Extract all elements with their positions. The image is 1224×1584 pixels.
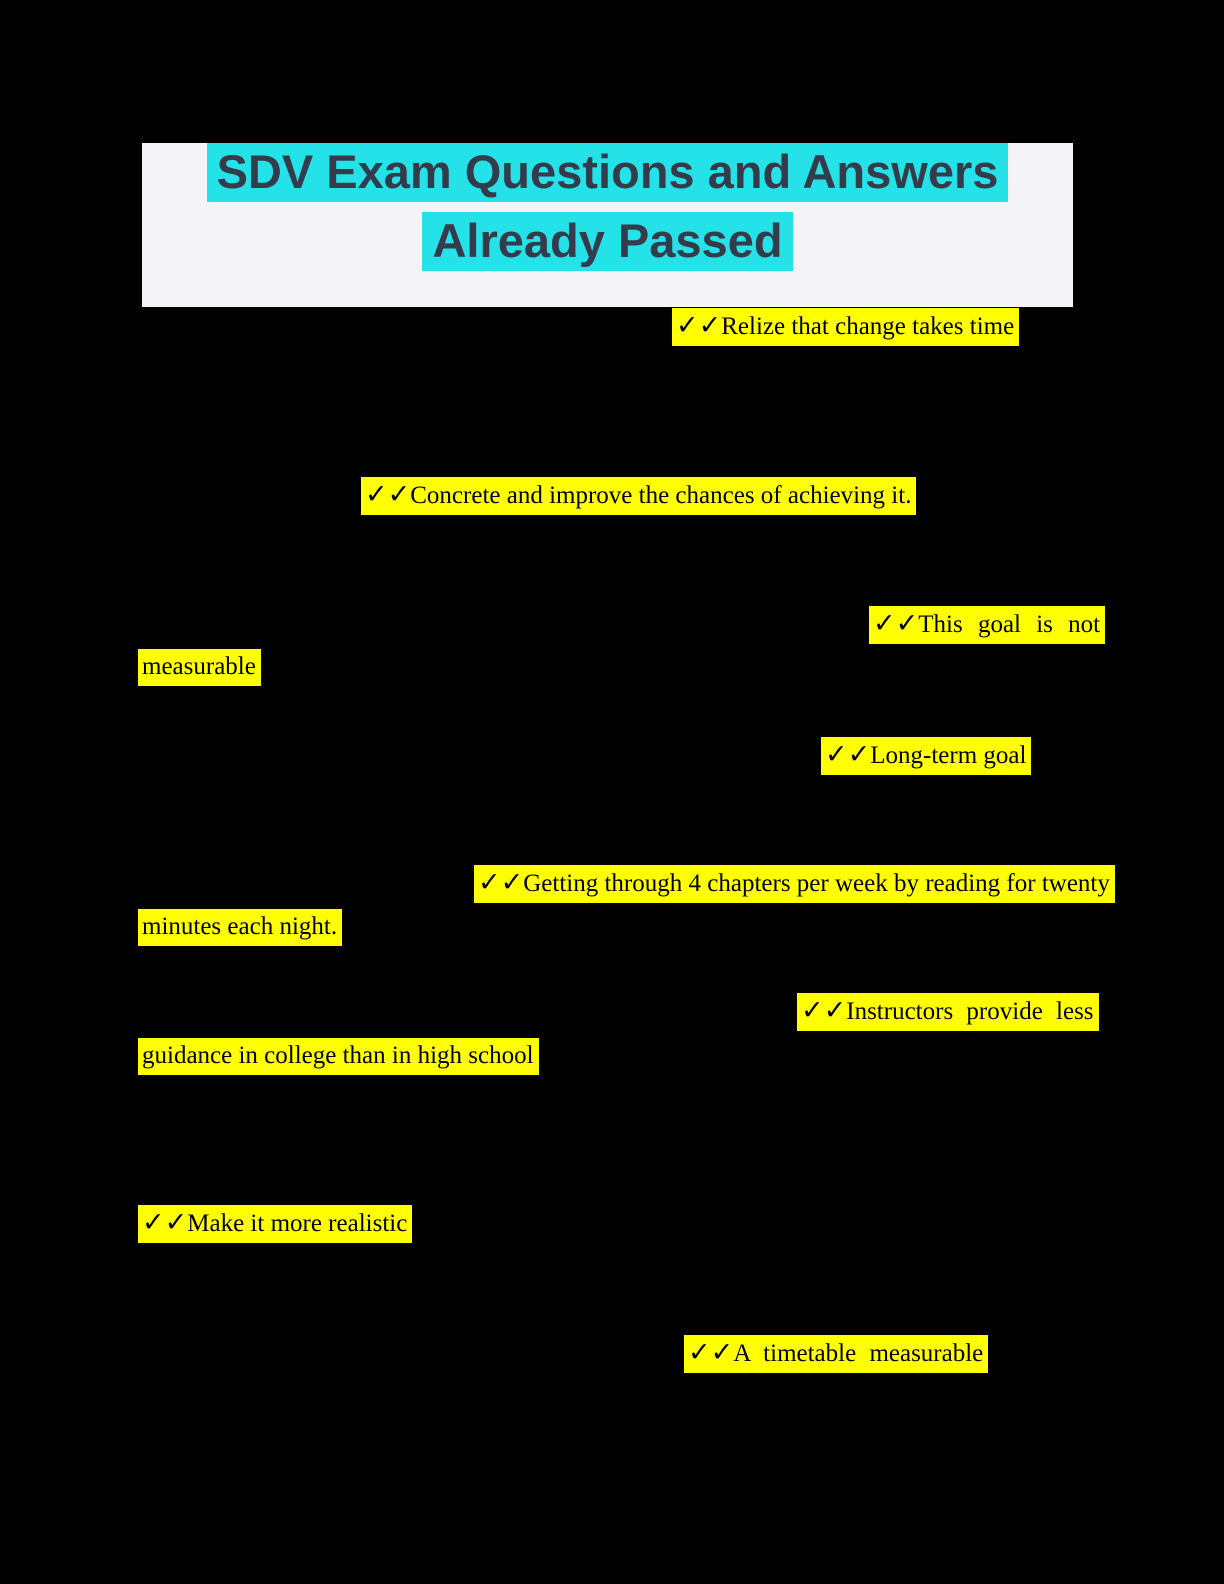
- double-checkmark-icon: ✓✓: [873, 608, 919, 639]
- answer-text: Getting through 4 chapters per week by r…: [523, 870, 1110, 897]
- answer-highlight: ✓✓Relize that change takes time: [672, 308, 1020, 346]
- answer-highlight: ✓✓Instructors provide less: [797, 993, 1099, 1031]
- answer-highlight: ✓✓Long-term goal: [821, 737, 1032, 775]
- answer-text: measurable: [142, 653, 256, 680]
- answer-highlight: ✓✓A timetable measurable: [684, 1335, 989, 1373]
- answer-highlight-continuation: guidance in college than in high school: [138, 1038, 539, 1075]
- answer-highlight-continuation: measurable: [138, 649, 261, 686]
- double-checkmark-icon: ✓✓: [676, 310, 722, 341]
- double-checkmark-icon: ✓✓: [825, 739, 871, 770]
- answer-text: This goal is not: [918, 611, 1101, 638]
- page-title: SDV Exam Questions and Answers: [206, 143, 1009, 202]
- answer-text: guidance in college than in high school: [142, 1042, 534, 1069]
- answer-text: Make it more realistic: [187, 1210, 408, 1237]
- title-line-1: SDV Exam Questions and Answers: [142, 143, 1073, 212]
- answer-text: Relize that change takes time: [721, 313, 1015, 340]
- answer-highlight: ✓✓This goal is not: [869, 606, 1106, 644]
- answer-text: minutes each night.: [142, 913, 338, 940]
- double-checkmark-icon: ✓✓: [142, 1207, 188, 1238]
- document-header: SDV Exam Questions and Answers Already P…: [142, 143, 1073, 307]
- answer-highlight: ✓✓Getting through 4 chapters per week by…: [474, 865, 1115, 903]
- answer-highlight-continuation: minutes each night.: [138, 909, 343, 946]
- answer-highlight: ✓✓Make it more realistic: [138, 1205, 413, 1243]
- double-checkmark-icon: ✓✓: [365, 479, 411, 510]
- page-title: Already Passed: [422, 212, 793, 271]
- answer-text: Concrete and improve the chances of achi…: [410, 482, 912, 509]
- double-checkmark-icon: ✓✓: [478, 867, 524, 898]
- answer-text: Long-term goal: [870, 742, 1027, 769]
- answer-text: Instructors provide less: [846, 998, 1094, 1025]
- title-line-2: Already Passed: [142, 212, 1073, 281]
- answer-highlight: ✓✓Concrete and improve the chances of ac…: [361, 477, 917, 515]
- double-checkmark-icon: ✓✓: [801, 995, 847, 1026]
- answer-text: A timetable measurable: [733, 1340, 984, 1367]
- double-checkmark-icon: ✓✓: [688, 1337, 734, 1368]
